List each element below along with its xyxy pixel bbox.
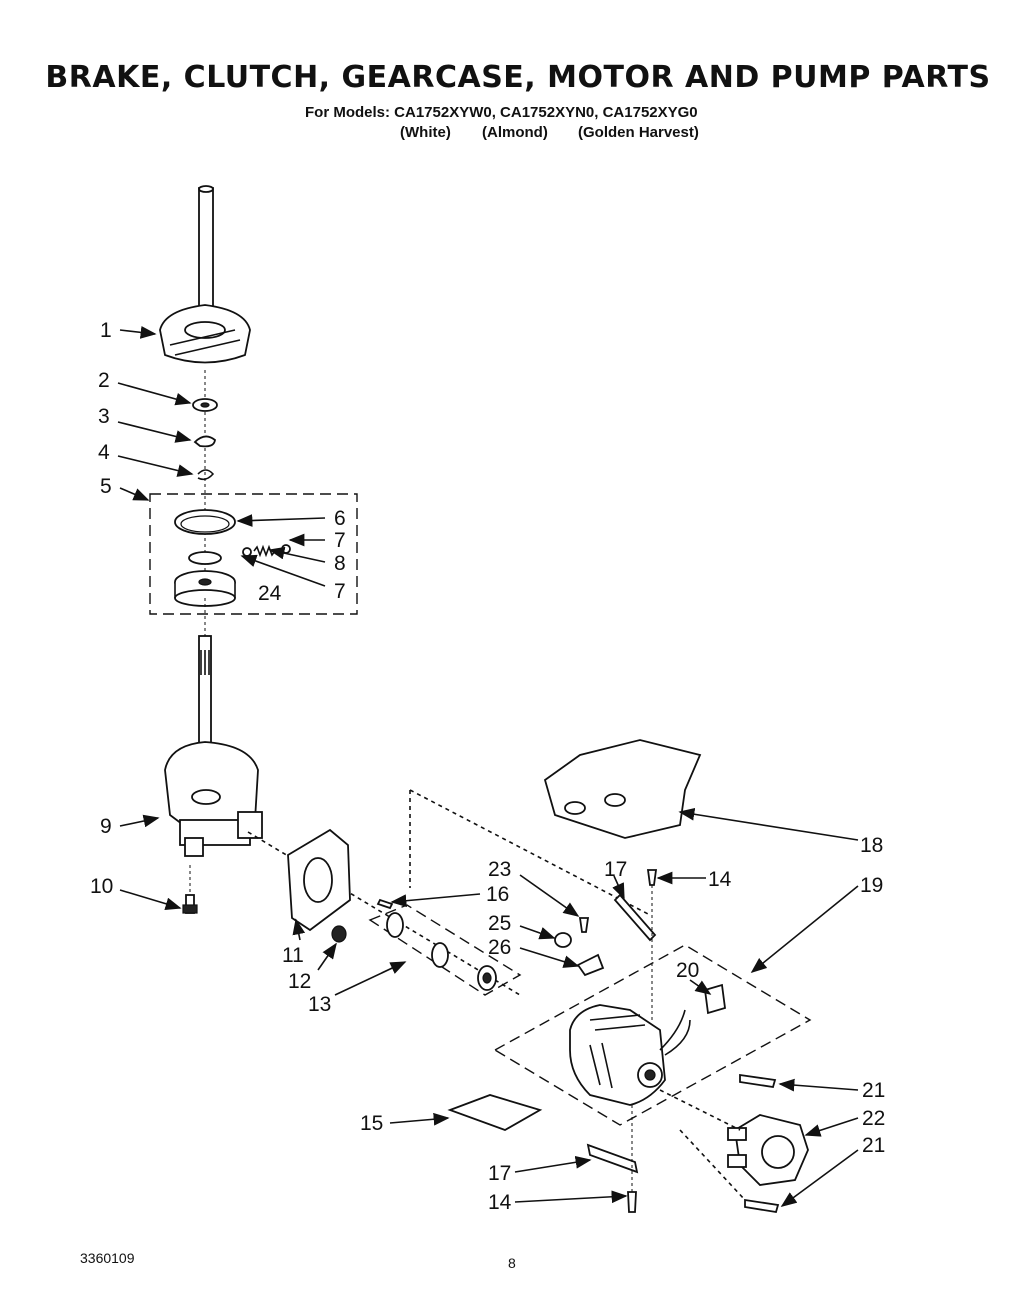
- callout-3: 3: [98, 405, 110, 428]
- callout-20: 20: [676, 959, 699, 982]
- part-16-screw: [376, 898, 394, 910]
- part-6-brake-spring-band: [174, 509, 236, 535]
- callout-18: 18: [860, 834, 883, 857]
- callout-6: 6: [334, 507, 346, 530]
- part-22-pump: [727, 1114, 809, 1186]
- callout-24: 24: [258, 582, 282, 605]
- callout-15: 15: [360, 1112, 383, 1135]
- callout-2: 2: [98, 369, 110, 392]
- doc-number: 3360109: [80, 1250, 135, 1266]
- callout-21-lower: 21: [862, 1134, 885, 1157]
- callout-11: 11: [282, 944, 304, 967]
- part-15-pad: [447, 1094, 543, 1131]
- part-20-connector: [704, 983, 726, 1015]
- callout-10: 10: [90, 875, 113, 898]
- part-1-brake-shaft-assembly: [159, 185, 251, 364]
- callout-14-lower: 14: [488, 1191, 512, 1214]
- color-white: (White): [400, 124, 451, 141]
- part-17-bracket-lower: [586, 1143, 639, 1174]
- callout-4: 4: [98, 441, 110, 464]
- part-9-gearcase: [164, 635, 263, 857]
- callout-19: 19: [860, 874, 883, 897]
- part-23-screw: [578, 917, 590, 933]
- part-18-motor-shield: [543, 739, 702, 839]
- callout-17-lower: 17: [488, 1162, 511, 1185]
- callout-12: 12: [288, 970, 311, 993]
- callout-16: 16: [486, 883, 509, 906]
- part-17-bracket-upper: [613, 893, 657, 942]
- part-14-screw-upper: [646, 869, 658, 886]
- callout-23: 23: [488, 858, 511, 881]
- models-line: For Models: CA1752XYW0, CA1752XYN0, CA17…: [305, 104, 698, 121]
- part-13-clutch-kit-box: [368, 904, 522, 996]
- part-4-clip: [197, 469, 215, 481]
- callout-leaders: [117, 326, 859, 1207]
- part-21-clip-upper: [739, 1073, 777, 1089]
- callout-1: 1: [100, 319, 112, 342]
- callout-9: 9: [100, 815, 112, 838]
- page-number: 8: [508, 1255, 516, 1271]
- callout-14-upper: 14: [708, 868, 732, 891]
- part-19-motor-kit-box: [493, 944, 812, 1126]
- callout-25: 25: [488, 912, 511, 935]
- part-5-kit-box: [149, 493, 358, 615]
- part-21-clip-lower: [744, 1198, 780, 1214]
- part-25-grommet: [554, 932, 572, 948]
- callout-21-upper: 21: [862, 1079, 885, 1102]
- callout-5: 5: [100, 475, 112, 498]
- part-14-screw-lower: [627, 1191, 637, 1213]
- part-19-motor: [569, 1004, 691, 1106]
- part-3-retaining-ring: [193, 435, 216, 448]
- part-10-bolt: [182, 865, 198, 914]
- color-almond: (Almond): [482, 124, 548, 141]
- leader-dash-motor: [409, 789, 651, 916]
- part-13-clutch-parts: [386, 912, 497, 991]
- callout-13: 13: [308, 993, 331, 1016]
- part-7-8-spring-and-balls: [242, 544, 291, 558]
- page-title: BRAKE, CLUTCH, GEARCASE, MOTOR AND PUMP …: [45, 60, 991, 95]
- callout-7b: 7: [334, 580, 346, 603]
- callout-26: 26: [488, 936, 511, 959]
- callout-17-upper: 17: [604, 858, 627, 881]
- callout-22: 22: [862, 1107, 885, 1130]
- callout-labels: 1 2 3 4 5 6 7 8 7 24 9 10 11 12 13 16 23…: [90, 319, 885, 1214]
- part-26-clamp: [576, 953, 605, 977]
- leader-dash-gearcase: [247, 831, 521, 996]
- callout-7a: 7: [334, 529, 346, 552]
- callout-8: 8: [334, 552, 346, 575]
- part-12-bushing: [331, 925, 347, 943]
- part-24-brake-drum: [174, 551, 236, 607]
- color-golden-harvest: (Golden Harvest): [578, 124, 699, 141]
